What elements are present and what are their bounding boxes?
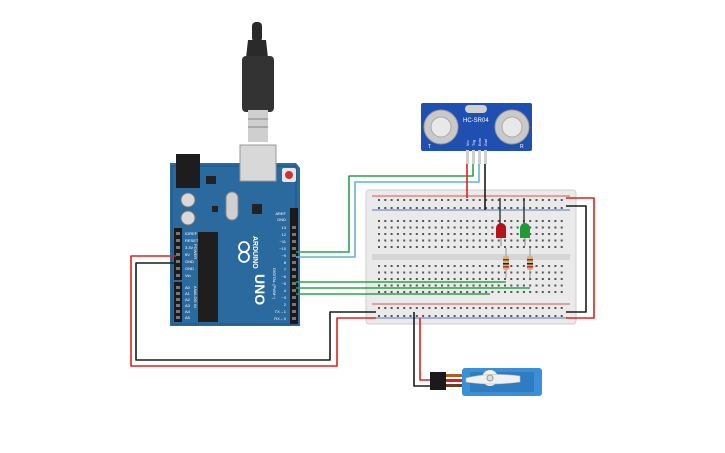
resistor-2[interactable]: [527, 248, 533, 278]
analog-label: ANALOG IN: [193, 286, 198, 308]
wire-servo-vcc[interactable]: [419, 318, 430, 381]
digital-pin-label: TX→1: [275, 309, 287, 314]
gnd-label: GND: [277, 217, 286, 222]
sensor-pin-label: Gnd: [484, 139, 488, 146]
digital-pin-label: ~9: [281, 253, 286, 258]
digital-label: DIGITAL (PWM~): [272, 268, 277, 300]
power-pin-label: GND: [185, 266, 194, 271]
power-label: POWER: [193, 244, 198, 259]
analog-pin-label: A2: [185, 297, 191, 302]
led-green[interactable]: [520, 198, 530, 246]
wire-rail-black[interactable]: [566, 205, 587, 313]
usb-port: [239, 144, 277, 182]
digital-pin-label: 2: [284, 302, 287, 307]
sensor-model: HC-SR04: [463, 118, 489, 124]
power-pin-label: RESET: [185, 238, 199, 243]
sensor-mark-right: R: [520, 144, 524, 150]
analog-pin-label: A4: [185, 309, 191, 314]
digital-pin-label: 7: [284, 267, 287, 272]
power-pin-label: GND: [185, 259, 194, 264]
wire-echo[interactable]: [296, 164, 480, 258]
wire-gnd[interactable]: [135, 262, 376, 361]
servo-motor[interactable]: [430, 368, 542, 396]
sensor-pin-label: Echo: [478, 138, 482, 146]
sensor-pins: [466, 150, 487, 164]
digital-pin-label: ~6: [281, 274, 286, 279]
sensor-mark-left: T: [428, 144, 431, 150]
digital-pin-label: ~5: [281, 281, 286, 286]
digital-pin-label: 8: [284, 260, 287, 265]
arduino-brand: ARDUINO: [251, 236, 258, 269]
atmega-chip: [198, 232, 218, 322]
digital-pin-label: ~3: [281, 295, 286, 300]
digital-header-pins: [292, 226, 296, 320]
wire-5v[interactable]: [130, 255, 376, 367]
digital-pin-label: RX←0: [274, 316, 287, 321]
left-header-pins: [176, 232, 180, 319]
arduino-uno-board[interactable]: ARDUINO UNO DIGITAL (PWM~) POWER ANALOG …: [170, 144, 300, 326]
analog-pin-label: A5: [185, 315, 191, 320]
digital-pin-label: ~10: [279, 246, 287, 251]
wires: [130, 164, 595, 387]
power-pin-label: Vin: [185, 273, 191, 278]
digital-pin-label: 12: [282, 232, 287, 237]
analog-pin-label: A3: [185, 303, 191, 308]
digital-pin-label: 13: [282, 225, 287, 230]
resistor-1[interactable]: [503, 248, 509, 278]
analog-pin-label: A0: [185, 285, 191, 290]
sensor-pin-label: Trig: [472, 140, 476, 146]
power-pin-label: 5V: [185, 252, 190, 257]
power-pin-label: 3.3V: [185, 245, 194, 250]
infinity-logo: [238, 241, 250, 263]
reset-button[interactable]: [285, 171, 293, 179]
wire-trig[interactable]: [296, 164, 474, 253]
analog-pin-label: A1: [185, 291, 191, 296]
usb-cable: [242, 22, 274, 142]
digital-pin-label: ~11: [280, 239, 287, 244]
power-jack: [176, 154, 200, 188]
digital-header[interactable]: [290, 208, 298, 324]
power-pin-label: IOREF: [185, 231, 198, 236]
aref-label: AREF: [275, 211, 286, 216]
crystal: [465, 105, 487, 113]
breadboard[interactable]: [365, 189, 577, 325]
digital-pin-label: 4: [284, 288, 287, 293]
wire-rail-red[interactable]: [566, 197, 595, 319]
wire-servo-gnd[interactable]: [413, 312, 430, 387]
servo-connector: [430, 372, 446, 390]
sensor-pin-label: Vcc: [466, 140, 470, 146]
analog-header[interactable]: [174, 282, 182, 322]
led-red[interactable]: [496, 198, 506, 246]
power-pin-labels: IOREF RESET 3.3V 5V GND GND Vin: [185, 231, 199, 278]
arduino-model: UNO: [252, 274, 268, 305]
